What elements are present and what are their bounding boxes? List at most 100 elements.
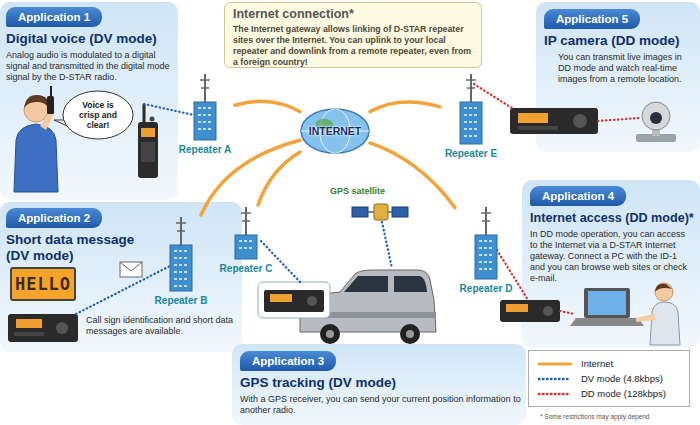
gps-satellite [352, 204, 408, 220]
legend-text: Internet [581, 358, 613, 369]
handheld-radio [150, 117, 155, 122]
internet-radio [500, 300, 560, 322]
panel-text: In DD mode operation, you can access to … [530, 229, 694, 284]
repeater-building [150, 215, 212, 293]
dd-link [598, 118, 640, 121]
building-windows [464, 114, 478, 116]
panel-text: With a GPS receiver, you can send your c… [240, 394, 522, 416]
building-windows [198, 107, 212, 109]
person-figure [47, 96, 54, 114]
tower-bar [177, 230, 185, 232]
laptop-computer [588, 291, 626, 315]
building-windows [479, 247, 493, 249]
legend-line [539, 362, 571, 365]
box-text: The Internet gateway allows linking of D… [233, 24, 473, 68]
dv-link [144, 104, 194, 115]
building-block [194, 102, 216, 140]
internet-link [370, 143, 455, 208]
legend-row: DD mode (128kbps) [537, 386, 681, 401]
legend-sample [537, 390, 573, 398]
satellite-label: GPS satellite [330, 186, 385, 196]
building-windows [239, 247, 253, 249]
gps-satellite [392, 207, 408, 217]
building-windows [479, 268, 493, 270]
dv-link [76, 104, 392, 314]
building-windows [174, 285, 188, 287]
car-illustration [320, 324, 340, 344]
building-windows [464, 121, 478, 123]
seated-person [655, 283, 673, 301]
panel-background [0, 202, 242, 352]
legend-sample [537, 360, 573, 368]
car-illustration [258, 270, 436, 344]
panel-background [0, 2, 178, 200]
handheld-radio [141, 128, 155, 137]
application-panel: Application 1Digital voice (DV mode)Anal… [2, 4, 174, 140]
handheld-radio [138, 104, 158, 178]
building-block [475, 235, 497, 279]
internet-radio [543, 306, 553, 316]
ip-camera [636, 102, 676, 142]
panel-text: Call sign identification and short data … [86, 315, 236, 337]
tower-bar [176, 222, 186, 224]
person-figure [14, 124, 58, 192]
tower-bar [241, 212, 251, 214]
laptop-computer [584, 288, 630, 318]
repeater-building [455, 205, 517, 281]
car-illustration [406, 330, 414, 338]
envelope-icon [120, 262, 142, 271]
laptop-computer [570, 288, 644, 326]
car-illustration [326, 330, 334, 338]
dv-link [260, 240, 300, 282]
lcd-display: HELLO [10, 267, 76, 301]
legend-text: DD mode (128kbps) [581, 388, 666, 399]
application-panel: Application 2Short data message (DV mode… [2, 205, 238, 347]
handheld-radio [143, 104, 146, 122]
footnote: * Some restrictions may apply depend [540, 413, 649, 420]
building-block [460, 102, 482, 144]
legend-line [539, 377, 571, 379]
repeater-station: Repeater A [175, 72, 235, 156]
car-illustration [264, 290, 324, 312]
building-windows [174, 250, 188, 252]
info-box: Internet connection* The Internet gateway… [224, 2, 482, 68]
person-figure [14, 86, 58, 192]
building-block [235, 235, 257, 259]
tower-bar [242, 220, 250, 222]
building-windows [479, 240, 493, 242]
legend-text: DV mode (4.8kbps) [581, 373, 663, 384]
tower-bar [200, 79, 210, 81]
building-windows [174, 257, 188, 259]
gps-satellite [374, 204, 388, 220]
panel-heading: Short data message (DV mode) [6, 232, 156, 264]
person-figure [50, 86, 52, 96]
repeater-building [215, 205, 277, 261]
ip-camera [650, 112, 662, 124]
camera-radio [510, 108, 598, 134]
repeater-label: Repeater A [175, 144, 235, 156]
tower-bar [466, 79, 476, 81]
car-illustration [394, 276, 427, 292]
legend-box: Internet DV mode (4.8kbps) DD mode (128kbp… [528, 350, 690, 407]
legend-line [539, 392, 571, 394]
box-heading: Internet connection* [233, 7, 473, 22]
bubble-text: Voice is crisp and clear! [72, 100, 124, 130]
internet-link [258, 152, 300, 205]
dv-link [76, 266, 170, 314]
repeater-label: Repeater C [215, 263, 277, 275]
legend-row: Internet [537, 356, 681, 371]
internet-link [370, 102, 440, 112]
legend-row: DV mode (4.8kbps) [537, 371, 681, 386]
tower-bar [201, 87, 209, 89]
building-windows [174, 271, 188, 273]
internet-radio [506, 304, 528, 312]
tab-label: Application 3 [240, 351, 336, 371]
mobile-radio [14, 332, 44, 336]
application-panel: Application 5IP camera (DD mode)You can … [540, 6, 698, 94]
handheld-radio [141, 142, 155, 162]
panel-heading: GPS tracking (DV mode) [240, 375, 522, 391]
laptop-computer [570, 318, 644, 326]
building-windows [464, 135, 478, 137]
application-panel: Application 4Internet access (DD mode)*I… [526, 183, 698, 287]
car-illustration [258, 282, 330, 318]
